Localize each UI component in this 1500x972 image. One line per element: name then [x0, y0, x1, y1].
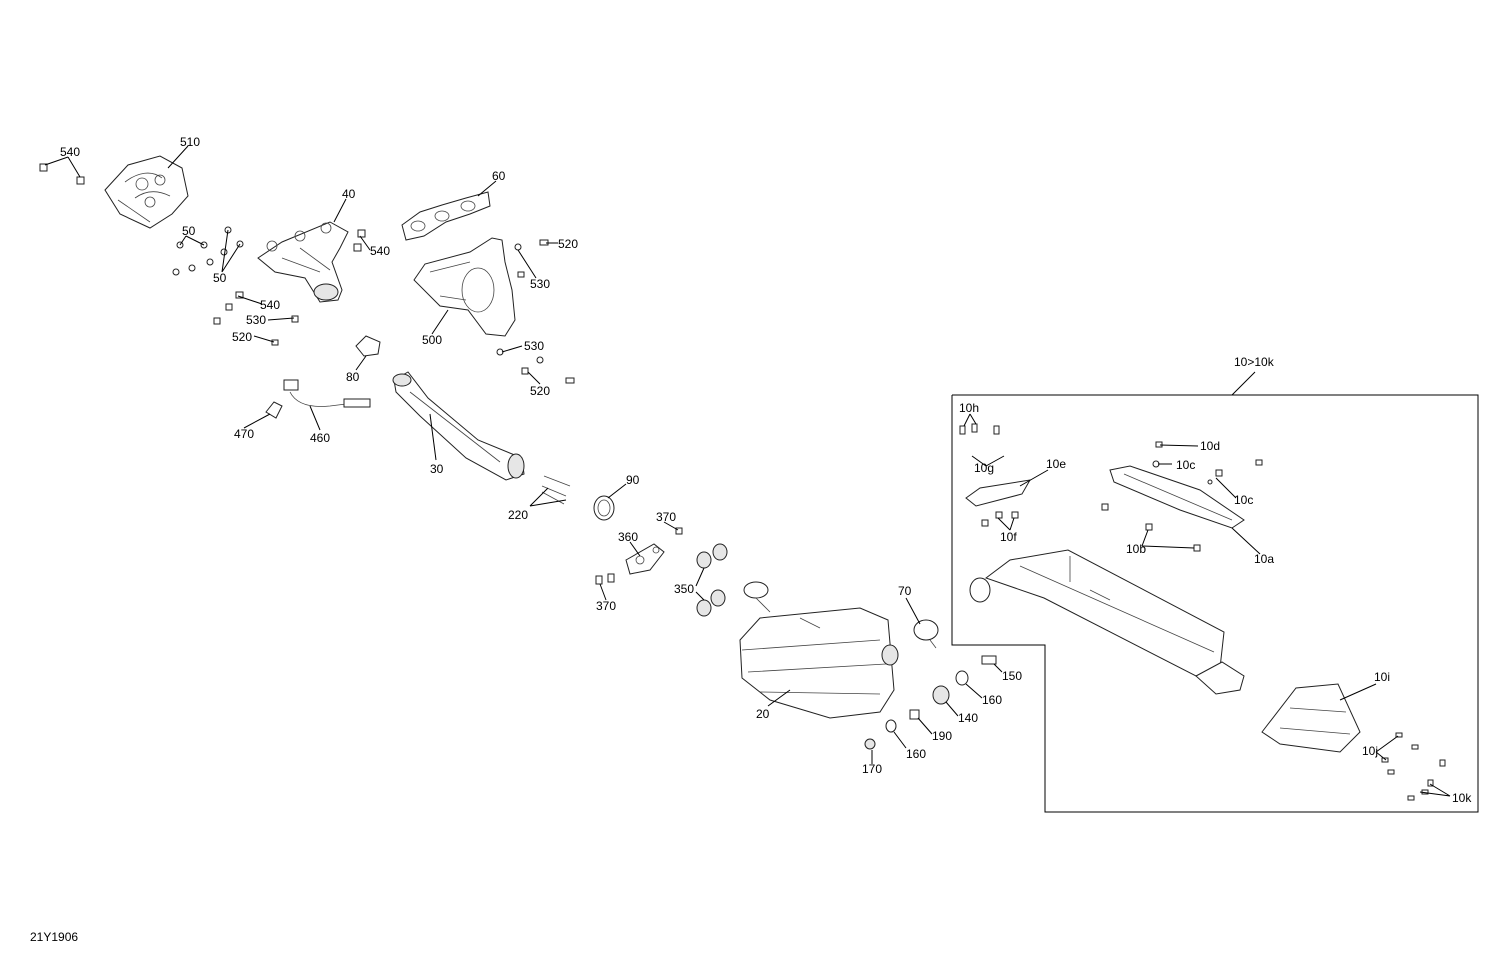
label-160: 160 — [906, 747, 926, 761]
nut-540b — [353, 229, 366, 252]
washer-160b — [885, 719, 897, 733]
label-10i: 10i — [1374, 670, 1390, 684]
label-10d: 10d — [1200, 439, 1220, 453]
label-10b: 10b — [1126, 542, 1146, 556]
label-500: 500 — [422, 333, 442, 347]
end-cap-10i — [1261, 683, 1361, 753]
screws-10c-10d — [1152, 441, 1263, 485]
screws-10f-10g-10h — [959, 423, 1019, 527]
label-170: 170 — [862, 762, 882, 776]
leader-lines — [44, 145, 1451, 797]
nut-170 — [864, 738, 876, 750]
muffler-20 — [739, 581, 899, 719]
label-540: 540 — [370, 244, 390, 258]
grommets-350 — [696, 543, 728, 617]
label-140: 140 — [958, 711, 978, 725]
label-10e: 10e — [1046, 457, 1066, 471]
oxygen-sensor-460 — [283, 379, 371, 408]
label-10-kit: 10>10k — [1234, 355, 1275, 369]
label-350: 350 — [674, 582, 694, 596]
label-50: 50 — [213, 271, 227, 285]
figure-id: 21Y1906 — [30, 930, 78, 944]
label-10c: 10c — [1176, 458, 1195, 472]
label-470: 470 — [234, 427, 254, 441]
label-150: 150 — [1002, 669, 1022, 683]
bolts-370 — [595, 527, 683, 585]
label-530: 530 — [246, 313, 266, 327]
seal-ring-90 — [593, 495, 615, 521]
clamp-70 — [913, 619, 939, 649]
sensor-boss-80 — [355, 335, 381, 357]
spacer-190 — [909, 709, 920, 720]
label-520: 520 — [232, 330, 252, 344]
label-160: 160 — [982, 693, 1002, 707]
label-10k: 10k — [1452, 791, 1472, 805]
pipe-30 — [392, 371, 525, 481]
label-10g: 10g — [974, 461, 994, 475]
label-530: 530 — [524, 339, 544, 353]
label-60: 60 — [492, 169, 506, 183]
silencer-body — [969, 549, 1245, 695]
label-370: 370 — [656, 510, 676, 524]
label-360: 360 — [618, 530, 638, 544]
label-530: 530 — [530, 277, 550, 291]
label-30: 30 — [430, 462, 444, 476]
bolt-540a — [39, 163, 85, 185]
washer-160a — [955, 670, 969, 686]
fasteners-left — [213, 291, 299, 346]
label-190: 190 — [932, 729, 952, 743]
kit-frame — [951, 371, 1479, 813]
sensor-clip-470 — [265, 401, 283, 419]
heat-shield-10a — [1109, 465, 1245, 529]
label-10h: 10h — [959, 401, 979, 415]
manifold-gasket-60 — [401, 191, 491, 241]
label-10c: 10c — [1234, 493, 1253, 507]
label-10f: 10f — [1000, 530, 1017, 544]
shield-10e — [965, 479, 1031, 507]
label-510: 510 — [180, 135, 200, 149]
screws-10b — [1101, 503, 1201, 552]
label-10a: 10a — [1254, 552, 1274, 566]
label-90: 90 — [626, 473, 640, 487]
bolt-150 — [981, 655, 997, 665]
label-460: 460 — [310, 431, 330, 445]
bushing-140 — [932, 685, 950, 705]
exhaust-manifold-40 — [257, 221, 349, 303]
screws-10j-10k — [1381, 732, 1446, 801]
heat-shield-500 — [413, 237, 516, 337]
springs-220 — [541, 475, 571, 505]
label-80: 80 — [346, 370, 360, 384]
label-370: 370 — [596, 599, 616, 613]
label-50: 50 — [182, 224, 196, 238]
label-540: 540 — [260, 298, 280, 312]
label-70: 70 — [898, 584, 912, 598]
part-labels: 540 510 40 60 50 50 540 520 530 540 530 … — [30, 135, 1472, 944]
heat-shield-510 — [104, 155, 189, 229]
label-20: 20 — [756, 707, 770, 721]
label-520: 520 — [530, 384, 550, 398]
label-520: 520 — [558, 237, 578, 251]
label-40: 40 — [342, 187, 356, 201]
label-10j: 10j — [1362, 744, 1378, 758]
bracket-360 — [625, 543, 665, 575]
label-220: 220 — [508, 508, 528, 522]
label-540: 540 — [60, 145, 80, 159]
fasteners-right — [496, 239, 575, 384]
